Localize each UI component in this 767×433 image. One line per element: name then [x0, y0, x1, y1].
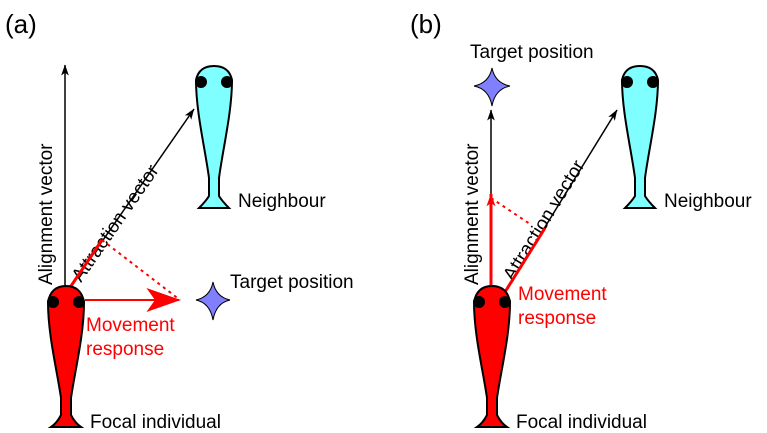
movement-response-label-line2: response: [86, 339, 164, 360]
movement-response-label-line2: response: [518, 308, 596, 329]
target-position-star: [473, 67, 511, 107]
neighbour-fish: [620, 64, 660, 209]
panel-a-label: (a): [5, 9, 37, 39]
attraction-projection-segment: [65, 239, 104, 293]
panel-b: (b) Target position Alignment vector Att…: [410, 9, 752, 433]
neighbour-fish: [194, 64, 234, 209]
panel-a: (a) Alignment vector Attraction vector M…: [5, 9, 354, 433]
target-position-label: Target position: [470, 42, 594, 63]
panel-b-label: (b): [410, 9, 442, 39]
projection-dotted-line: [101, 239, 181, 301]
focal-fish: [46, 284, 86, 428]
movement-response-label-line1: Movement: [518, 284, 607, 305]
neighbour-label: Neighbour: [238, 191, 326, 212]
focal-fish: [472, 284, 512, 428]
focal-individual-label: Focal individual: [90, 412, 221, 433]
alignment-vector-label: Alignment vector: [36, 143, 57, 285]
attraction-vector-label: Attraction vector: [499, 156, 589, 284]
attraction-projection-segment: [503, 227, 547, 293]
movement-response-label-line1: Movement: [86, 315, 175, 336]
target-position-star: [195, 281, 231, 321]
focal-individual-label: Focal individual: [516, 412, 647, 433]
alignment-vector-label: Alignment vector: [462, 143, 483, 285]
target-position-label: Target position: [230, 272, 354, 293]
neighbour-label: Neighbour: [664, 191, 752, 212]
projection-dotted-line: [490, 197, 531, 225]
